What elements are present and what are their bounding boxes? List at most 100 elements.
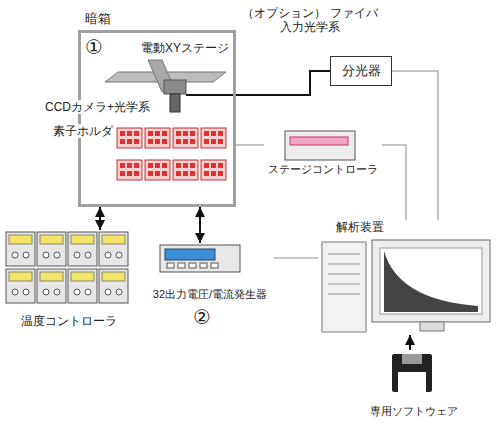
holder-socket (148, 131, 153, 136)
drive-slot (328, 294, 360, 295)
holder-socket (190, 171, 195, 176)
unit-knob (12, 252, 18, 258)
holder-socket (183, 131, 188, 136)
unit-knob (85, 252, 91, 258)
holder-socket (155, 163, 160, 168)
unit-knob (43, 289, 49, 295)
unit-knob (85, 289, 91, 295)
holder-socket (127, 163, 132, 168)
holder-socket (211, 163, 216, 168)
holder-socket (176, 163, 181, 168)
connector-line (236, 71, 330, 95)
label-anchor: 電動XYステージ (140, 38, 230, 56)
temperature-units (6, 232, 128, 303)
xy-stage (105, 60, 226, 94)
device-button (189, 263, 196, 268)
unit-knob (116, 252, 122, 258)
callout-number: ① (84, 36, 104, 58)
unit-knob (43, 252, 49, 258)
unit-display (40, 235, 63, 244)
drive-slot (328, 274, 360, 275)
device-button (167, 263, 174, 268)
holder-socket (127, 139, 132, 144)
unit-display (71, 272, 94, 281)
part-label: CCDカメラ+光学系 (44, 100, 151, 114)
holder-socket (148, 139, 153, 144)
software: 専用ソフトウェア (366, 350, 462, 420)
controller-unit (37, 232, 66, 266)
connector-line (236, 144, 264, 146)
camera-lens (170, 94, 180, 112)
unit-display (9, 272, 32, 281)
callout-number: ② (192, 306, 212, 328)
unit-knob (74, 289, 80, 295)
spectrometer-box: 分光器 (330, 56, 392, 86)
device-display (290, 137, 348, 145)
stage-controller-device (285, 131, 355, 160)
device-button (200, 263, 207, 268)
controller-unit (99, 269, 128, 303)
unit-display (102, 235, 125, 244)
floppy-shutter (402, 354, 422, 364)
stage-controller: ステージコントローラ (264, 128, 382, 178)
monitor-stand (420, 322, 444, 331)
unit-display (9, 235, 32, 244)
holder-socket (190, 139, 195, 144)
controller-unit (99, 232, 128, 266)
holder-socket (120, 171, 125, 176)
holder-socket (162, 139, 167, 144)
holder-socket (204, 131, 209, 136)
part-label: 電動XYステージ (140, 41, 230, 55)
voltage-current-generator: 32出力電圧/電流発生器 (146, 243, 274, 303)
holder-socket (176, 139, 181, 144)
arrow (199, 207, 201, 243)
holder-socket (190, 163, 195, 168)
element-holders (117, 128, 226, 180)
holder-socket (134, 171, 139, 176)
floppy-label (398, 372, 426, 392)
holder-board (145, 128, 170, 148)
holder-board (117, 160, 142, 180)
drive-slot (328, 264, 360, 265)
arrow (409, 335, 411, 350)
stage-carriage (164, 80, 186, 94)
computer (322, 240, 490, 332)
device-button (178, 263, 185, 268)
holder-socket (218, 131, 223, 136)
controller-unit (6, 232, 35, 266)
holder-socket (204, 163, 209, 168)
label-anchor: （オプション） ファイバ入力光学系 (240, 6, 380, 35)
holder-board (201, 128, 226, 148)
holder-socket (204, 139, 209, 144)
holder-socket (148, 163, 153, 168)
unit-knob (23, 252, 29, 258)
unit-knob (54, 252, 60, 258)
holder-socket (162, 171, 167, 176)
holder-socket (155, 131, 160, 136)
part-label: 素子ホルダ (52, 124, 114, 138)
drive-slot (328, 284, 360, 285)
label-anchor: CCDカメラ+光学系 (44, 97, 151, 115)
holder-socket (190, 131, 195, 136)
holder-socket (211, 139, 216, 144)
holder-socket (155, 139, 160, 144)
controller-unit (6, 269, 35, 303)
monitor (372, 240, 490, 322)
holder-socket (127, 171, 132, 176)
ccd-camera (170, 94, 233, 112)
holder-socket (183, 171, 188, 176)
holder-socket (183, 139, 188, 144)
unit-knob (74, 252, 80, 258)
node-label: 温度コントローラ (21, 314, 117, 328)
connector-line (382, 145, 406, 220)
part-label: （オプション） ファイバ入力光学系 (240, 6, 380, 35)
unit-display (40, 272, 63, 281)
holder-board (145, 160, 170, 180)
holder-socket (204, 171, 209, 176)
device-display (165, 249, 215, 260)
holder-socket (148, 171, 153, 176)
